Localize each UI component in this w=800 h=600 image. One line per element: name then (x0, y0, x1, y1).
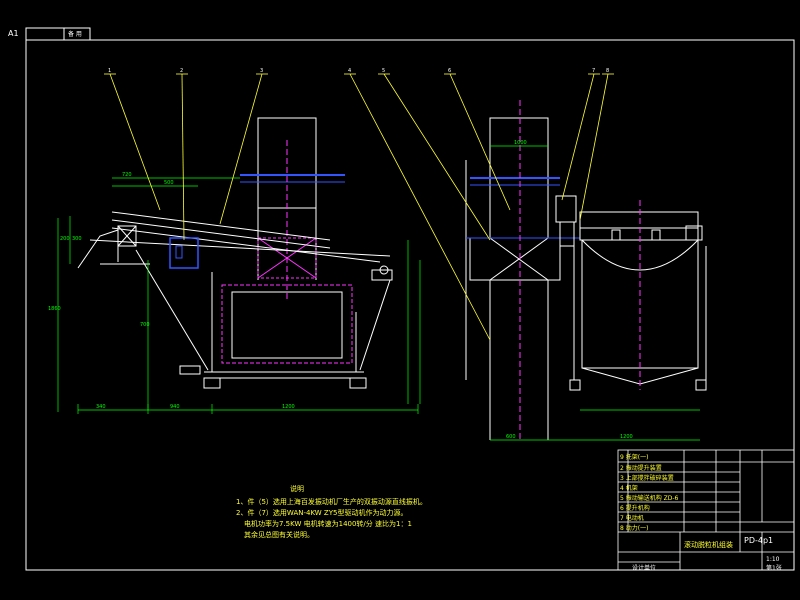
note-line-2: 2、件（7）选用WAN-4KW ZY5型驱动机作为动力源。 (236, 509, 408, 517)
callout-8: 8 (606, 68, 609, 74)
note-line-1: 1、件（5）选用上海百发振动机厂生产的双振动源直线振机。 (236, 498, 427, 506)
footer-left: 设计单位 (632, 565, 657, 572)
part-row-1: 2 振动提升装置 (620, 465, 662, 472)
drawing-number: PD-4p1 (744, 536, 774, 545)
callout-1: 1 (108, 68, 111, 74)
part-row-4: 5 振动输送机构 ZD-6 (620, 495, 679, 502)
dim-side-top-1: 720 (122, 172, 132, 178)
leader-lines (104, 73, 614, 341)
part-row-2: 3 上部搅拌破碎装置 (620, 475, 674, 482)
front-view: 1000 600 1200 (465, 100, 707, 441)
dim-front-bottom-2: 1200 (620, 434, 633, 440)
dim-front-top: 1000 (514, 140, 527, 146)
dim-side-vert-1: 1860 (48, 306, 61, 312)
dim-front-bottom-1: 600 (506, 434, 516, 440)
dim-side-bottom-1: 340 (96, 404, 106, 410)
callout-3: 3 (260, 68, 263, 74)
callout-5: 5 (382, 68, 385, 74)
note-line-4: 其余见总图有关说明。 (244, 531, 314, 539)
title-block (617, 449, 795, 571)
side-view: 720 500 200 300 340 940 1200 1860 700 (48, 117, 421, 414)
header-box (25, 27, 91, 41)
drawing-frame (25, 39, 795, 571)
dim-side-vert-2: 700 (140, 322, 150, 328)
part-row-6: 7 电动机 (620, 515, 644, 522)
dim-side-top-2: 500 (164, 180, 174, 186)
callout-7: 7 (592, 68, 595, 74)
part-row-5: 6 提升机构 (620, 505, 650, 512)
sheet-code: A1 (8, 29, 19, 38)
callout-6: 6 (448, 68, 451, 74)
notes-title: 说明 (290, 485, 304, 493)
dim-side-left-2: 300 (72, 236, 82, 242)
dim-side-left-1: 200 (60, 236, 70, 242)
part-row-7: 8 动力(一) (620, 525, 649, 532)
scale-value: 1:10 (766, 556, 780, 563)
dim-side-bottom-2: 940 (170, 404, 180, 410)
header-tag: 备 用 (68, 31, 82, 38)
callout-2: 2 (180, 68, 183, 74)
sheet-number: 第1张 (766, 565, 782, 572)
callout-4: 4 (348, 68, 351, 74)
part-row-3: 4 机架 (620, 485, 638, 492)
note-line-3: 电机功率为7.5KW 电机转速为1400转/分 速比为1：1 (244, 520, 412, 528)
dim-side-bottom-3: 1200 (282, 404, 295, 410)
drawing-name: 滚动脱粒机组装 (684, 541, 733, 549)
part-row-8: 9 托架(一) (620, 454, 649, 461)
